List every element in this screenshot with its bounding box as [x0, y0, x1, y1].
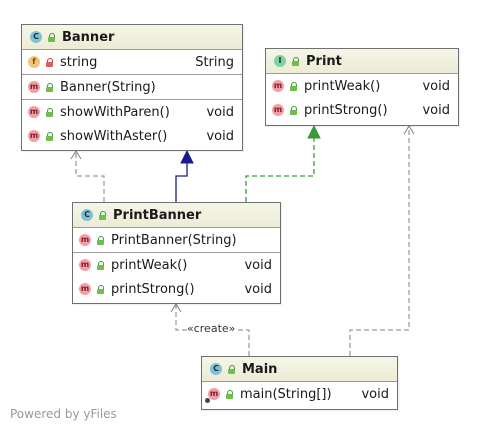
- method-icon: m: [28, 130, 40, 142]
- class-banner[interactable]: C Banner f string String m Banner(String…: [21, 24, 243, 151]
- arrowhead-open-banner-dep: [70, 150, 82, 160]
- arrowhead-open-printbanner: [170, 303, 182, 313]
- public-lock-icon: [45, 82, 54, 92]
- method-row[interactable]: m showWithAster() void: [22, 124, 242, 148]
- method-name: showWithParen(): [60, 104, 170, 120]
- method-icon: m: [272, 80, 284, 92]
- constructor-name: Banner(String): [60, 79, 156, 95]
- field-type: String: [195, 54, 234, 70]
- class-name: PrintBanner: [113, 207, 202, 223]
- class-name: Main: [242, 361, 278, 377]
- method-name: printWeak(): [304, 78, 381, 94]
- method-icon: m: [272, 104, 284, 116]
- public-lock-icon: [98, 210, 107, 220]
- class-banner-header: C Banner: [22, 25, 242, 50]
- class-icon: C: [81, 209, 93, 221]
- methods-section: m printWeak() void m printStrong() void: [266, 74, 458, 122]
- methods-section: m showWithParen() void m showWithAster()…: [22, 100, 242, 148]
- class-printbanner[interactable]: C PrintBanner m PrintBanner(String) m pr…: [72, 202, 281, 304]
- class-icon: C: [30, 31, 42, 43]
- public-lock-icon: [47, 32, 56, 42]
- public-lock-icon: [225, 389, 234, 399]
- create-stereotype-label: «create»: [187, 322, 236, 335]
- class-main[interactable]: C Main m main(String[]) void: [201, 356, 398, 410]
- constructors-section: m Banner(String): [22, 75, 242, 100]
- public-lock-icon: [96, 260, 105, 270]
- method-return-type: void: [361, 386, 389, 402]
- arrowhead-extends-banner: [180, 149, 194, 164]
- interface-print-header: I Print: [266, 49, 458, 74]
- class-main-header: C Main: [202, 357, 397, 382]
- class-printbanner-header: C PrintBanner: [73, 203, 280, 228]
- field-name: string: [60, 54, 98, 70]
- methods-section: m main(String[]) void: [202, 382, 397, 406]
- field-row[interactable]: f string String: [22, 50, 242, 74]
- public-lock-icon: [227, 364, 236, 374]
- method-name: printStrong(): [304, 102, 388, 118]
- interface-icon: I: [274, 55, 286, 67]
- powered-by-footer: Powered by yFiles: [10, 407, 117, 421]
- interface-print[interactable]: I Print m printWeak() void m printStrong…: [265, 48, 459, 126]
- methods-section: m printWeak() void m printStrong() void: [73, 253, 280, 301]
- constructor-row[interactable]: m Banner(String): [22, 75, 242, 99]
- public-lock-icon: [45, 131, 54, 141]
- class-name: Banner: [62, 29, 115, 45]
- method-icon: m: [79, 283, 91, 295]
- public-lock-icon: [291, 56, 300, 66]
- method-return-type: void: [206, 104, 234, 120]
- constructor-row[interactable]: m PrintBanner(String): [73, 228, 280, 252]
- edge-main-print-dependency: [349, 126, 410, 356]
- field-icon: f: [28, 56, 40, 68]
- method-return-type: void: [244, 257, 272, 273]
- method-name: printWeak(): [111, 257, 188, 273]
- method-return-type: void: [422, 78, 450, 94]
- method-name: main(String[]): [240, 386, 332, 402]
- method-icon: m: [79, 259, 91, 271]
- method-return-type: void: [206, 128, 234, 144]
- edge-printbanner-banner-dependency: [75, 151, 105, 202]
- public-lock-icon: [96, 235, 105, 245]
- method-icon: m: [79, 234, 91, 246]
- constructors-section: m PrintBanner(String): [73, 228, 280, 253]
- constructor-name: PrintBanner(String): [111, 232, 237, 248]
- method-row[interactable]: m main(String[]) void: [202, 382, 397, 406]
- public-lock-icon: [289, 81, 298, 91]
- class-icon: C: [210, 363, 222, 375]
- edge-printbanner-implements-print: [245, 138, 315, 202]
- edge-printbanner-extends-banner: [175, 163, 188, 202]
- static-method-icon: m: [205, 388, 220, 403]
- method-row[interactable]: m printStrong() void: [73, 277, 280, 301]
- public-lock-icon: [96, 284, 105, 294]
- arrowhead-implements-print: [307, 124, 321, 139]
- method-return-type: void: [422, 102, 450, 118]
- method-row[interactable]: m printWeak() void: [266, 74, 458, 98]
- method-name: printStrong(): [111, 281, 195, 297]
- edge-main-create-printbanner: [175, 304, 250, 356]
- private-lock-icon: [45, 57, 54, 67]
- public-lock-icon: [289, 105, 298, 115]
- fields-section: f string String: [22, 50, 242, 75]
- method-name: showWithAster(): [60, 128, 168, 144]
- method-row[interactable]: m printStrong() void: [266, 98, 458, 122]
- method-icon: m: [28, 81, 40, 93]
- method-row[interactable]: m showWithParen() void: [22, 100, 242, 124]
- method-row[interactable]: m printWeak() void: [73, 253, 280, 277]
- public-lock-icon: [45, 107, 54, 117]
- interface-name: Print: [306, 53, 342, 69]
- method-return-type: void: [244, 281, 272, 297]
- arrowhead-open-print: [403, 125, 415, 135]
- method-icon: m: [28, 106, 40, 118]
